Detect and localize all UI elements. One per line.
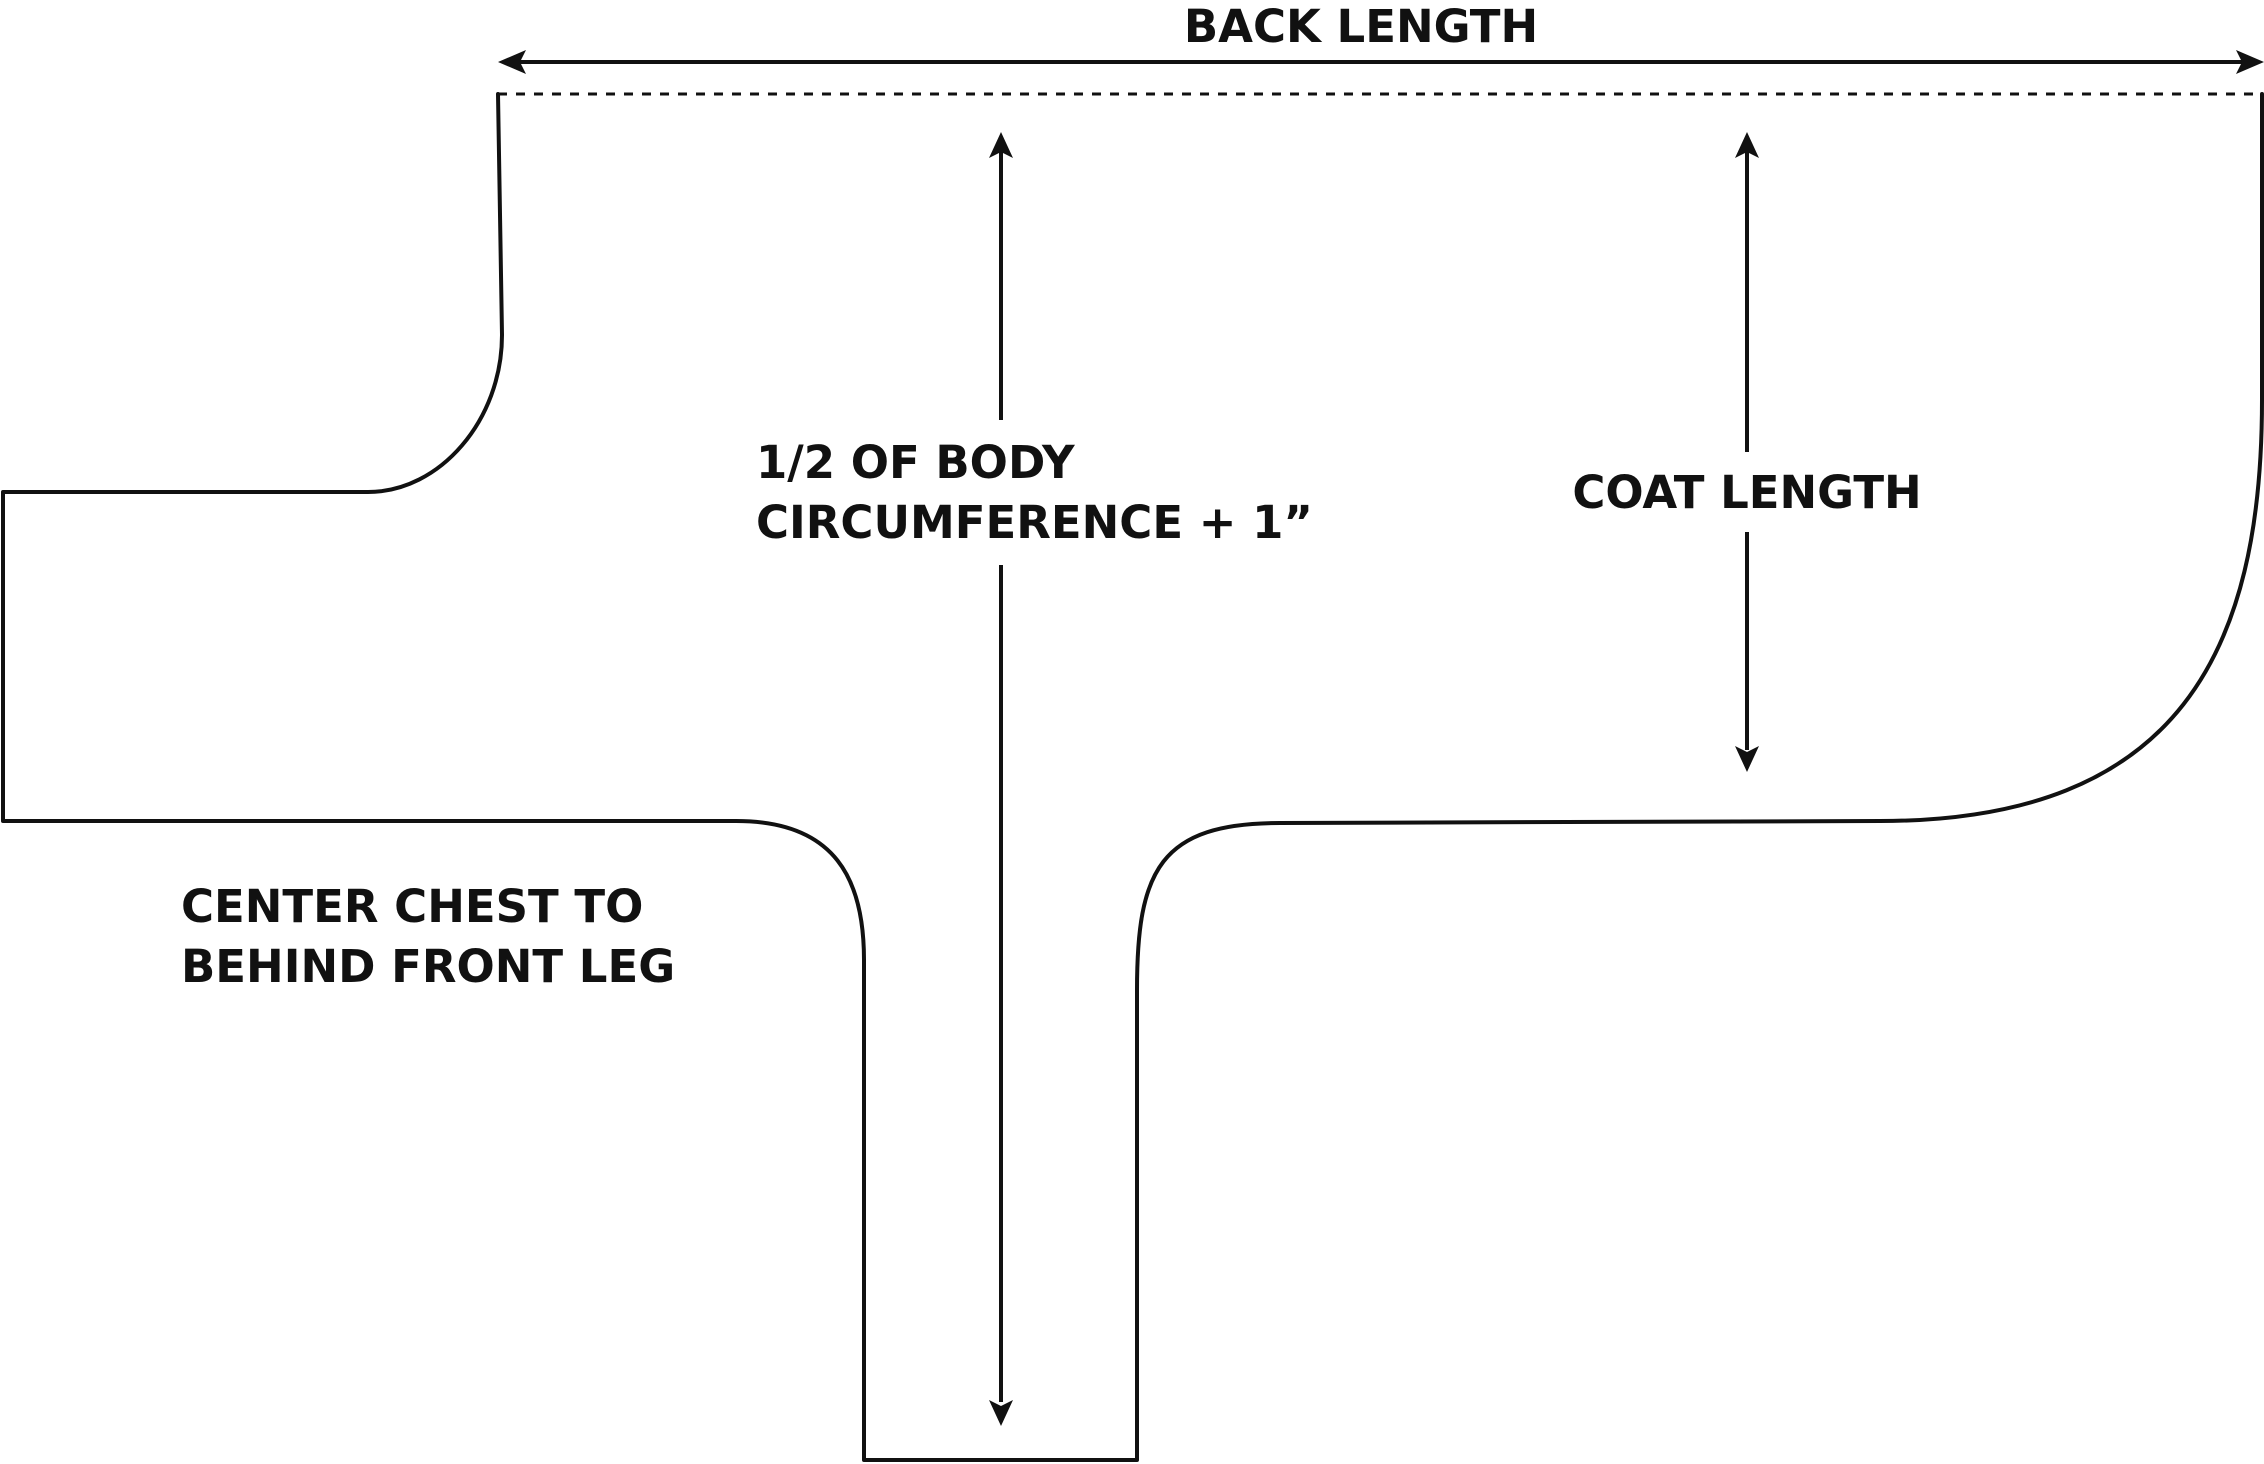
back-length-arrow-left [498,50,526,74]
coat-length-label: COAT LENGTH [1572,466,1921,519]
center-chest-label-line1: CENTER CHEST TO [181,880,643,933]
center-chest-label-line2: BEHIND FRONT LEG [181,940,675,993]
half-body-circumference-label-line1: 1/2 OF BODY [756,436,1076,489]
half-body-arrow-bottom [989,1400,1013,1426]
coat-length-arrow-bottom [1735,746,1759,772]
coat-length-arrow-top [1735,132,1759,158]
half-body-arrow-top [989,132,1013,158]
pattern-outline [1,92,2264,1462]
back-length-label: BACK LENGTH [1184,0,1538,53]
back-length-arrow-right [2236,50,2264,74]
half-body-circumference-label-line2: CIRCUMFERENCE + 1” [756,496,1313,549]
